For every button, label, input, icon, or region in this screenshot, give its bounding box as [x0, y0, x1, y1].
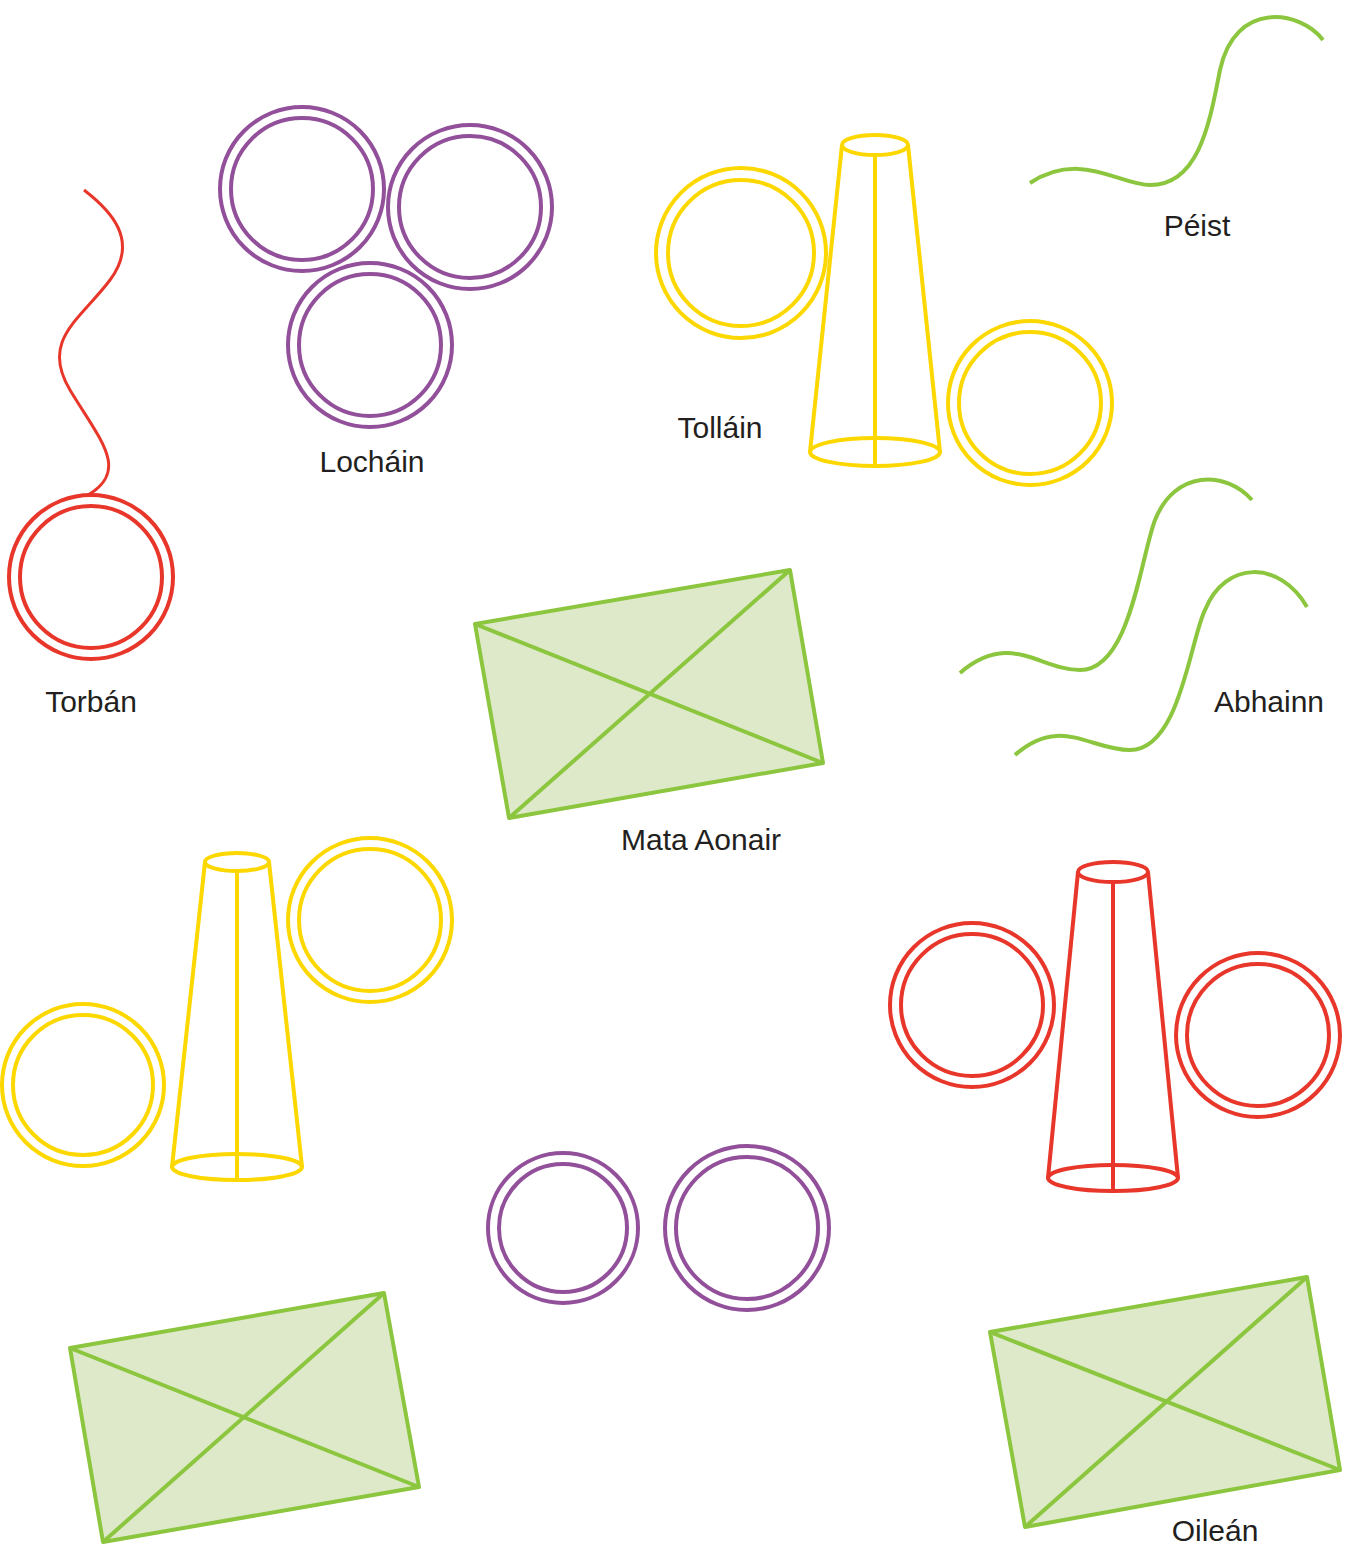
- rope: [1030, 17, 1323, 185]
- ring-inner: [676, 1157, 818, 1299]
- ring-outer: [288, 838, 452, 1002]
- ring-outer: [388, 125, 552, 289]
- ring-outer: [890, 923, 1054, 1087]
- ring-outer: [220, 107, 384, 271]
- cone-side: [1048, 872, 1078, 1178]
- equipment-label: Abhainn: [1214, 685, 1324, 720]
- cone-side: [908, 145, 940, 452]
- ring-outer: [948, 321, 1112, 485]
- cone-side: [810, 145, 842, 452]
- rope: [960, 480, 1252, 673]
- cone-axis: [235, 871, 239, 1180]
- ring-inner: [231, 118, 373, 260]
- cone-top: [1078, 862, 1148, 882]
- ring-inner: [499, 1164, 627, 1292]
- equipment-label: Locháin: [319, 445, 424, 480]
- ring-outer: [9, 495, 173, 659]
- cone-axis: [873, 155, 877, 466]
- rope: [1015, 572, 1307, 755]
- cone-side: [1148, 872, 1178, 1178]
- ring-inner: [901, 934, 1043, 1076]
- mat: [70, 1293, 419, 1542]
- cone-side: [172, 862, 205, 1167]
- mat: [475, 570, 823, 818]
- ring-inner: [1187, 964, 1329, 1106]
- equipment-label: Péist: [1164, 209, 1231, 244]
- ring-outer: [488, 1153, 638, 1303]
- rope-tail: [59, 190, 122, 495]
- ring-inner: [13, 1015, 153, 1155]
- ring-inner: [399, 136, 541, 278]
- ring-outer: [2, 1004, 164, 1166]
- ring-outer: [288, 263, 452, 427]
- ring-inner: [299, 274, 441, 416]
- ring-group: [656, 135, 1112, 485]
- cone-side: [269, 862, 302, 1167]
- ring-group: [9, 190, 1340, 1191]
- equipment-label: Torbán: [45, 685, 137, 720]
- mat-diagonal: [1025, 1277, 1307, 1527]
- ring-group: [220, 107, 829, 1310]
- equipment-label: Oileán: [1172, 1514, 1259, 1549]
- ring-group: [2, 838, 452, 1180]
- mat-diagonal: [509, 570, 790, 818]
- cone-top: [842, 135, 908, 155]
- ring-outer: [656, 168, 826, 338]
- mat-diagonal: [103, 1293, 384, 1542]
- cone-axis: [1111, 882, 1115, 1191]
- ring-inner: [959, 332, 1101, 474]
- ring-inner: [20, 506, 162, 648]
- equipment-label: Mata Aonair: [621, 823, 781, 858]
- rope-group: [960, 17, 1323, 755]
- ring-inner: [668, 180, 814, 326]
- ring-outer: [665, 1146, 829, 1310]
- equipment-label: Tolláin: [677, 411, 762, 446]
- cone-top: [205, 853, 269, 871]
- ring-inner: [299, 849, 441, 991]
- mat: [990, 1277, 1340, 1527]
- ring-outer: [1176, 953, 1340, 1117]
- mat-group: [70, 570, 1340, 1542]
